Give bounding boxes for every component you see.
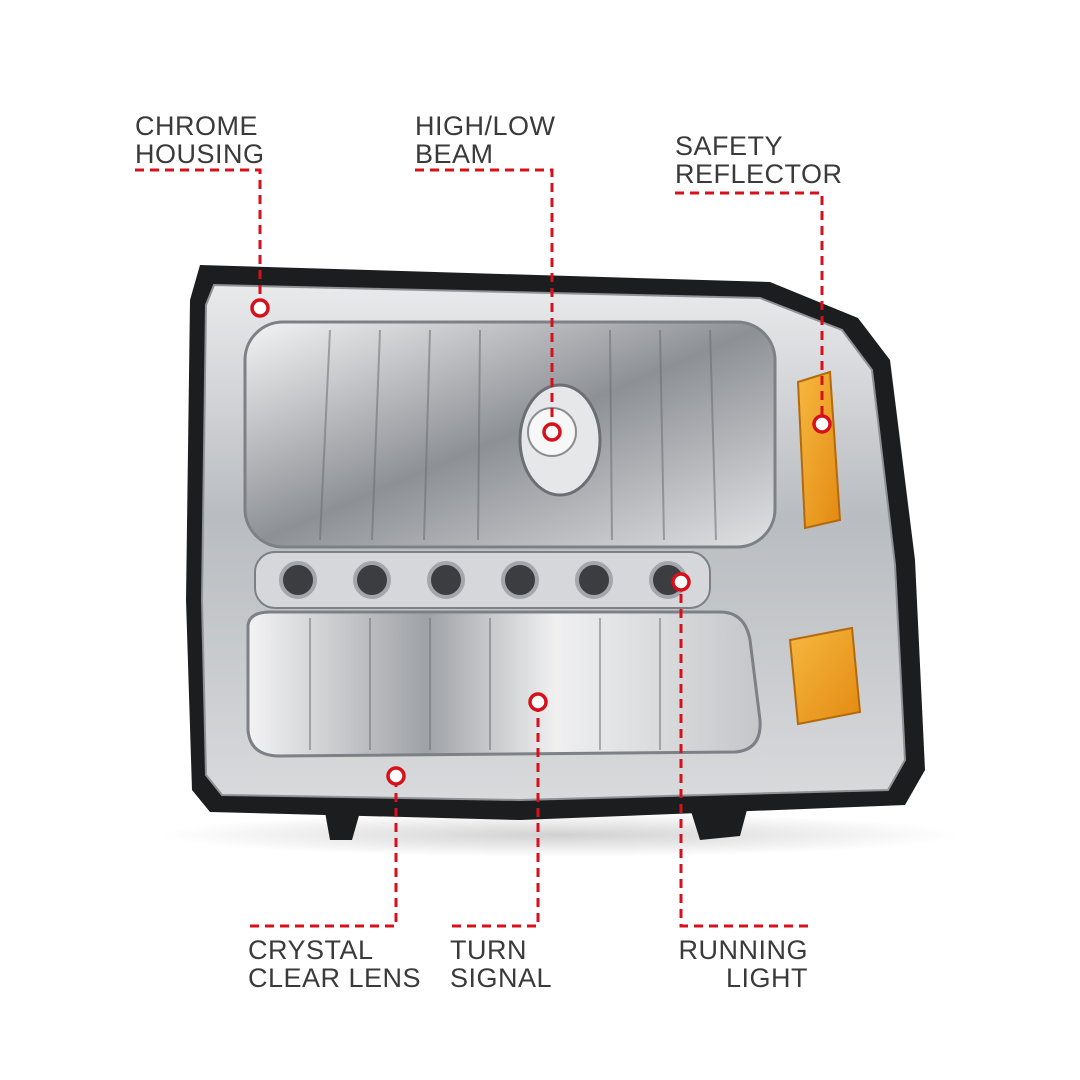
lower-facets [309,618,661,750]
label-line: LIGHT [725,963,808,993]
label-chrome-housing: CHROME HOUSING [135,112,265,168]
label-line: HOUSING [135,139,265,169]
led-row [279,561,687,599]
callout-dot-chrome-housing [250,298,270,318]
callout-line-chrome-housing [135,168,262,308]
label-line: HIGH/LOW [415,111,556,141]
callout-dot-high-low-beam [542,422,562,442]
callout-dot-safety-reflector [812,414,832,434]
label-high-low-beam: HIGH/LOW BEAM [415,112,556,168]
callout-dot-crystal-clear-lens [386,766,406,786]
callout-line-running-light [679,582,808,928]
callout-line-crystal-clear-lens [250,776,398,928]
label-line: CHROME [135,111,258,141]
floor-shadow [160,813,960,857]
reflector-facets [319,329,717,541]
label-line: REFLECTOR [675,159,843,189]
mounting-tab-left [325,812,360,840]
callout-dot-running-light [671,572,691,592]
label-line: CRYSTAL [248,935,374,965]
label-line: CLEAR LENS [248,963,422,993]
callout-line-safety-reflector [675,191,824,424]
amber-reflector-upper [796,370,842,530]
amber-reflector-lower [788,626,862,726]
led-strip [254,551,711,609]
mounting-tab-right [690,806,748,840]
callout-line-high-low-beam [415,168,554,432]
label-safety-reflector: SAFETY REFLECTOR [675,132,843,188]
label-line: BEAM [415,139,494,169]
label-line: RUNNING [678,935,808,965]
label-line: SIGNAL [450,963,553,993]
label-turn-signal: TURN SIGNAL [450,936,552,992]
label-running-light: RUNNING LIGHT [640,936,808,992]
label-crystal-clear-lens: CRYSTAL CLEAR LENS [248,936,421,992]
callout-dot-turn-signal [528,692,548,712]
lower-reflector [246,610,762,758]
label-line: SAFETY [675,131,784,161]
label-line: TURN [450,935,527,965]
